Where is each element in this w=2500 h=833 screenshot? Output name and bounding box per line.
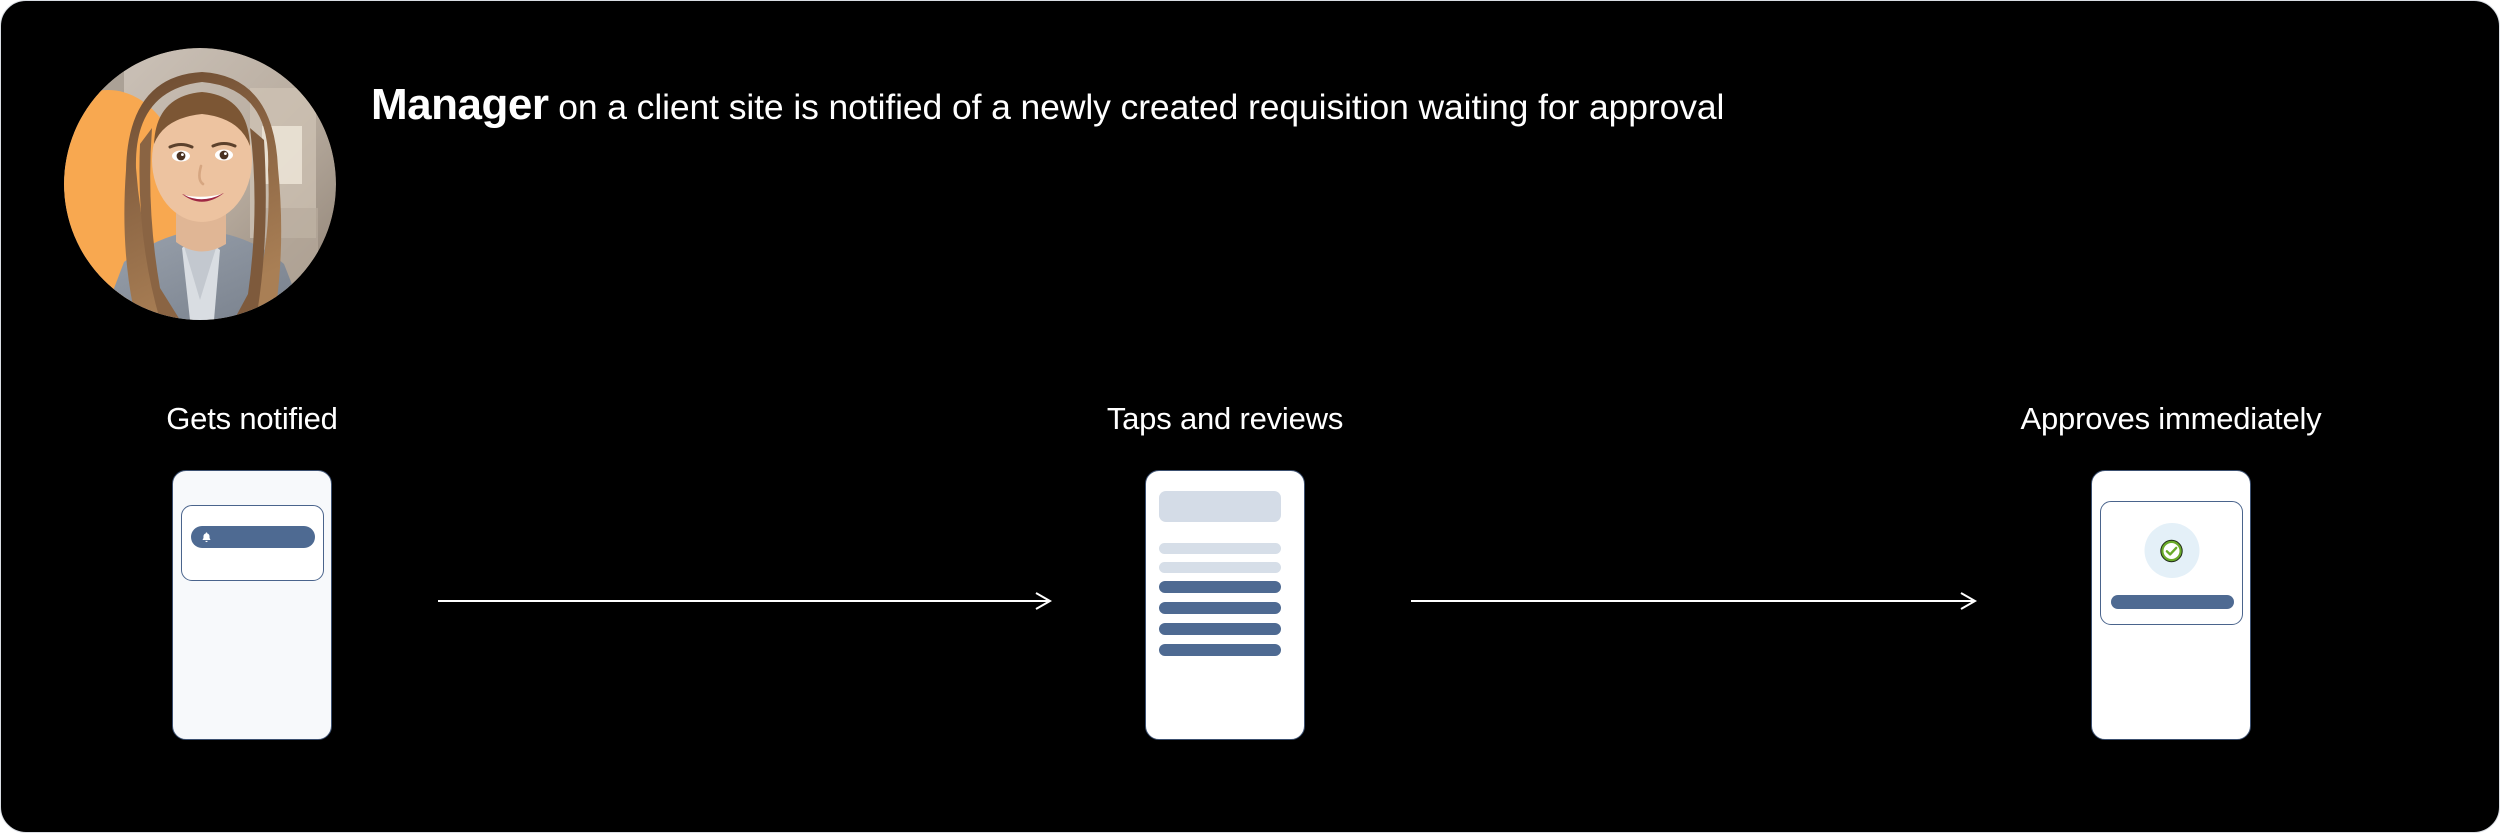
persona-role: Manager — [371, 80, 549, 129]
review-list-item[interactable] — [1159, 644, 1281, 656]
review-placeholder-line — [1159, 562, 1281, 573]
persona-description: Manager on a client site is notified of … — [371, 76, 1971, 136]
avatar — [64, 48, 336, 320]
flow-row: Gets notified — [1, 401, 2499, 801]
arrow-step1-to-step2 — [438, 591, 1056, 611]
persona-header: Manager on a client site is notified of … — [64, 48, 2414, 338]
step-label-3: Approves immediately — [2020, 401, 2322, 436]
review-hero-block — [1159, 491, 1281, 522]
approval-card[interactable] — [2100, 501, 2243, 625]
review-list-item[interactable] — [1159, 623, 1281, 635]
persona-description-text: on a client site is notified of a newly … — [548, 87, 1725, 127]
step-label-1: Gets notified — [166, 401, 338, 436]
flow-step-taps-and-reviews: Taps and reviews — [1055, 401, 1395, 740]
phone-mockup-notification — [172, 470, 332, 740]
review-list-item[interactable] — [1159, 602, 1281, 614]
success-halo — [2144, 523, 2199, 578]
flow-step-approves-immediately: Approves immediately — [2001, 401, 2341, 740]
flow-step-gets-notified: Gets notified — [82, 401, 422, 740]
review-placeholder-line — [1159, 543, 1281, 554]
step-label-2: Taps and reviews — [1106, 401, 1344, 436]
review-list-item[interactable] — [1159, 581, 1281, 593]
notification-card[interactable] — [181, 505, 324, 581]
notification-bar[interactable] — [191, 526, 315, 548]
phone-mockup-approval — [2091, 470, 2251, 740]
bell-icon — [200, 531, 213, 544]
arrow-step2-to-step3 — [1411, 591, 1981, 611]
circle-check-icon — [2160, 539, 2184, 563]
phone-mockup-review-list — [1145, 470, 1305, 740]
approve-action-bar[interactable] — [2111, 595, 2234, 609]
